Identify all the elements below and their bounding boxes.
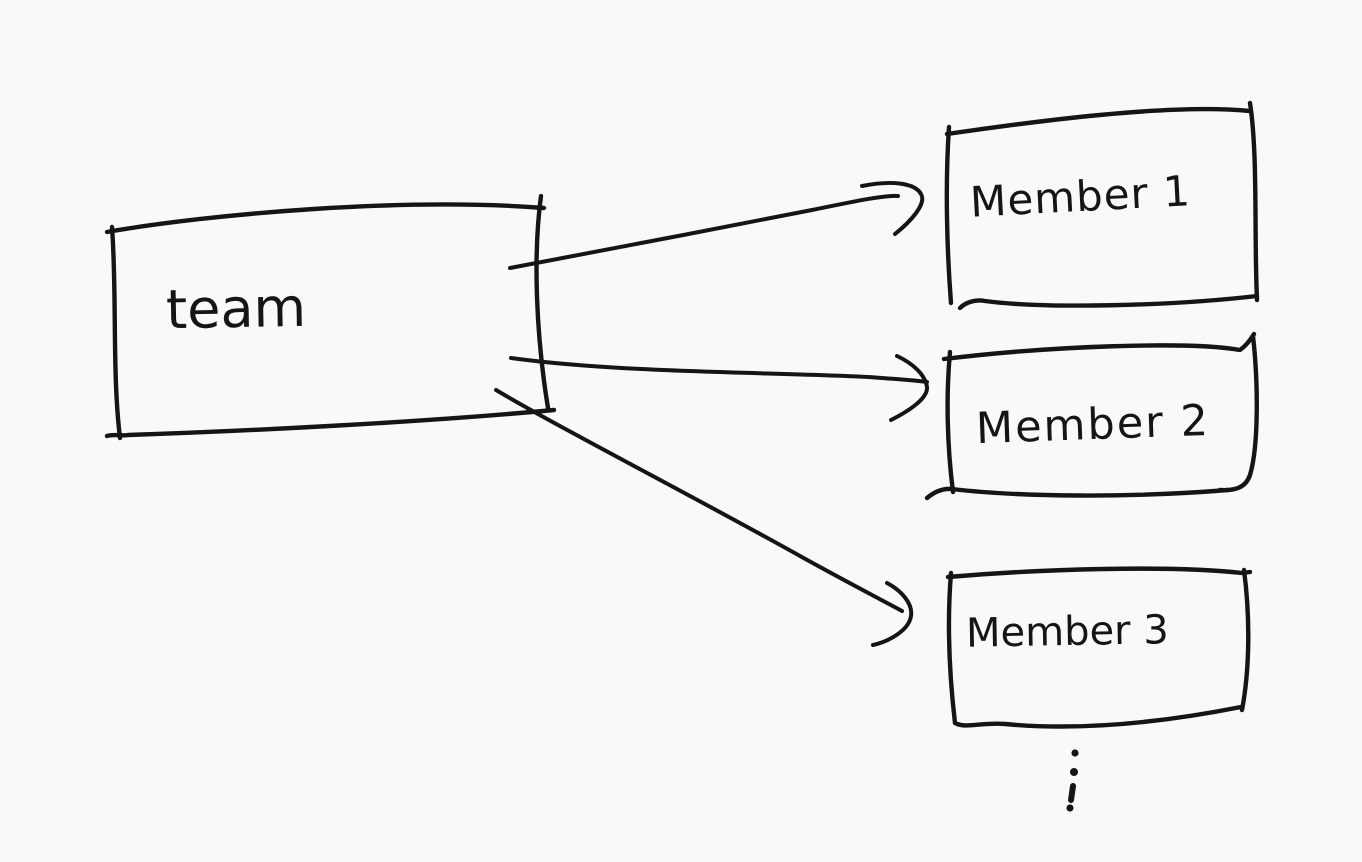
more-members-ellipsis-icon[interactable] — [1066, 749, 1079, 812]
arrowhead-icon — [871, 581, 914, 647]
arrow-team-to-member3[interactable] — [494, 388, 914, 647]
member1-node-box[interactable] — [944, 100, 1260, 311]
member1-node-label: Member 1 — [968, 166, 1192, 227]
arrowhead-icon — [860, 180, 925, 236]
arrow-team-to-member2[interactable] — [509, 354, 929, 422]
member3-node-label: Member 3 — [965, 607, 1170, 657]
arrowhead-icon — [889, 354, 929, 422]
team-node-box[interactable] — [104, 193, 557, 441]
team-node-label: team — [165, 275, 307, 342]
member3-node-box[interactable] — [945, 566, 1253, 729]
member2-node-label: Member 2 — [975, 395, 1211, 455]
arrow-team-to-member1[interactable] — [508, 180, 925, 270]
member2-node-box[interactable] — [924, 331, 1259, 501]
